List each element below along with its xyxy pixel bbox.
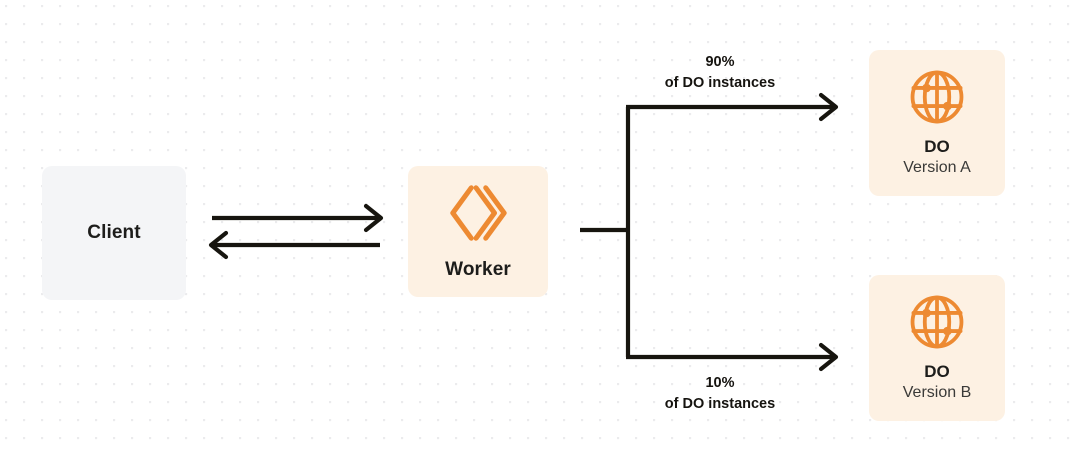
node-worker-label: Worker [445,259,511,281]
node-do-b-label: DO [924,361,950,381]
arrow-worker-to-do-a [626,92,839,122]
edge-label-do-a: 90% of DO instances [620,52,820,94]
branch-trunk [580,107,631,357]
node-client-label: Client [87,221,141,243]
node-worker[interactable]: Worker [408,166,548,297]
edge-label-do-b-caption: of DO instances [664,396,776,413]
node-do-version-b[interactable]: DO Version B [869,275,1005,421]
node-do-a-version: Version A [903,159,971,177]
arrow-worker-to-do-b [626,342,839,372]
globe-icon [908,68,966,126]
arrow-worker-to-client [208,230,380,260]
node-do-version-a[interactable]: DO Version A [869,50,1005,196]
edge-label-do-a-caption: of DO instances [664,75,776,92]
edge-label-do-b: 10% of DO instances [620,373,820,415]
globe-icon [908,293,966,351]
cloudflare-workers-icon [447,182,509,244]
edge-label-do-b-percent: 10% [705,375,735,391]
node-client[interactable]: Client [42,166,186,300]
node-do-a-label: DO [924,136,950,156]
node-do-b-version: Version B [902,384,972,402]
edge-label-do-a-percent: 90% [705,54,735,70]
arrow-client-to-worker [212,203,384,233]
